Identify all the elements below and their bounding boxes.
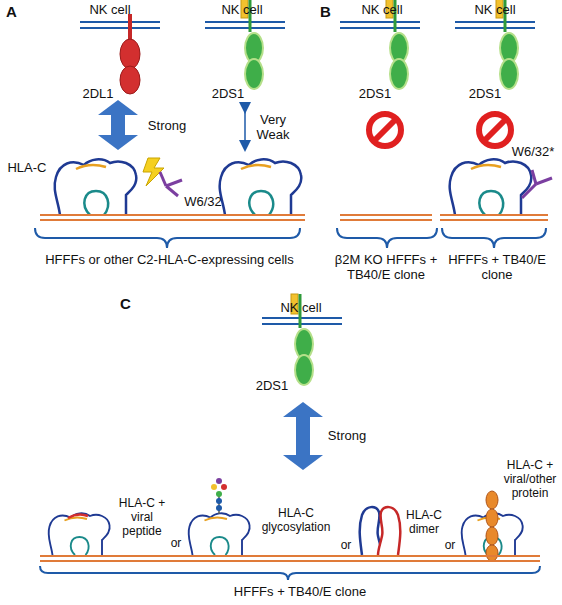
no-binding-symbol: [479, 114, 511, 146]
associated-protein: [486, 527, 498, 545]
w632-antibody: [166, 180, 182, 186]
cell-label: NK cell: [80, 2, 140, 17]
affinity-label: Strong: [322, 428, 372, 443]
or-label: or: [440, 538, 460, 552]
glycan: [216, 498, 222, 504]
2dl1-receptor: [128, 14, 132, 40]
cell-label: NK cell: [465, 2, 525, 17]
nk-membrane: [262, 318, 342, 324]
glycan: [211, 484, 217, 490]
molecule-label: HLA-C dimer: [401, 508, 447, 536]
associated-protein: [486, 509, 498, 527]
no-binding-symbol: [369, 114, 401, 146]
glycan: [216, 478, 222, 484]
bracket: [35, 228, 300, 248]
hla-c-molecule: [220, 159, 302, 215]
bracket: [442, 228, 546, 248]
cell-membrane: [40, 555, 540, 557]
panel-letter: C: [120, 296, 140, 311]
glycan: [211, 478, 227, 514]
antibody-label: W6/32*: [507, 144, 559, 159]
cell-membrane: [440, 214, 548, 216]
or-label: or: [166, 536, 186, 550]
cell-membrane: [40, 214, 305, 216]
associated-protein: [486, 545, 498, 561]
molecule-label: HLA-C + viral/other protein: [501, 458, 559, 500]
2dl1-receptor: [120, 66, 140, 94]
hla-c-molecule: [48, 513, 109, 555]
viral-peptide: [68, 514, 88, 518]
cell-label: NK cell: [265, 300, 337, 315]
2dl1-receptor: [120, 39, 140, 69]
glycan: [221, 484, 227, 490]
w632-antibody: [160, 172, 166, 186]
hla-c-dimer: [360, 507, 401, 555]
cell-membrane: [340, 214, 432, 216]
receptor-label: 2DS1: [465, 86, 505, 101]
or-label: or: [336, 538, 356, 552]
affinity-label: Strong: [142, 118, 192, 133]
hla-c-molecule: [188, 513, 249, 555]
cell-membrane: [440, 219, 548, 221]
bracket: [40, 566, 540, 580]
molecule-label: HLA-C glycosylation: [254, 506, 338, 534]
2dl1-receptor: [120, 14, 140, 94]
receptor-label: 2DL1: [78, 86, 118, 101]
weak-arrow: [244, 108, 246, 146]
panel-letter: B: [320, 4, 340, 19]
w632-antibody: [522, 184, 536, 198]
w632-antibody: [536, 178, 552, 184]
antibody-label: W6/32: [180, 194, 226, 209]
bracket-label: β2M KO HFFFs + TB40/E clone: [330, 252, 442, 282]
strong-arrow: [283, 402, 323, 470]
w632-antibody: [160, 172, 182, 196]
nk-membrane: [80, 22, 160, 28]
cell-membrane: [40, 560, 540, 562]
bracket: [337, 228, 437, 248]
w632-antibody: [532, 170, 536, 184]
bracket-label: HFFFs + TB40/E clone: [220, 584, 380, 599]
nk-membrane: [340, 22, 420, 28]
hla-c-molecule: [55, 159, 137, 215]
cell-label: NK cell: [352, 2, 412, 17]
glycan: [216, 491, 222, 497]
glycan: [216, 505, 222, 511]
receptor-label: 2DS1: [355, 86, 395, 101]
w632-antibody: [522, 170, 552, 198]
bracket-label: HFFFs or other C2-HLA-C-expressing cells: [12, 252, 327, 267]
associated-protein: [486, 491, 498, 509]
cell-membrane: [340, 219, 432, 221]
cell-membrane: [40, 219, 305, 221]
strong-arrow: [98, 100, 138, 150]
nk-membrane: [205, 22, 285, 28]
associated-protein: [486, 491, 498, 561]
molecule-label: HLA-C + viral peptide: [114, 496, 170, 538]
hla-c-dimer: [378, 507, 400, 555]
affinity-label: Very Weak: [252, 112, 294, 142]
bracket-label: HFFFs + TB40/E clone: [444, 252, 550, 282]
receptor-label: 2DS1: [252, 378, 292, 393]
nk-membrane: [455, 22, 535, 28]
receptor-label: 2DS1: [208, 86, 248, 101]
hla-c-molecule: [450, 159, 532, 215]
molecule-label: HLA-C: [4, 160, 50, 175]
cell-label: NK cell: [212, 2, 272, 17]
panel-letter: A: [6, 4, 26, 19]
w632-antibody: [166, 186, 178, 196]
